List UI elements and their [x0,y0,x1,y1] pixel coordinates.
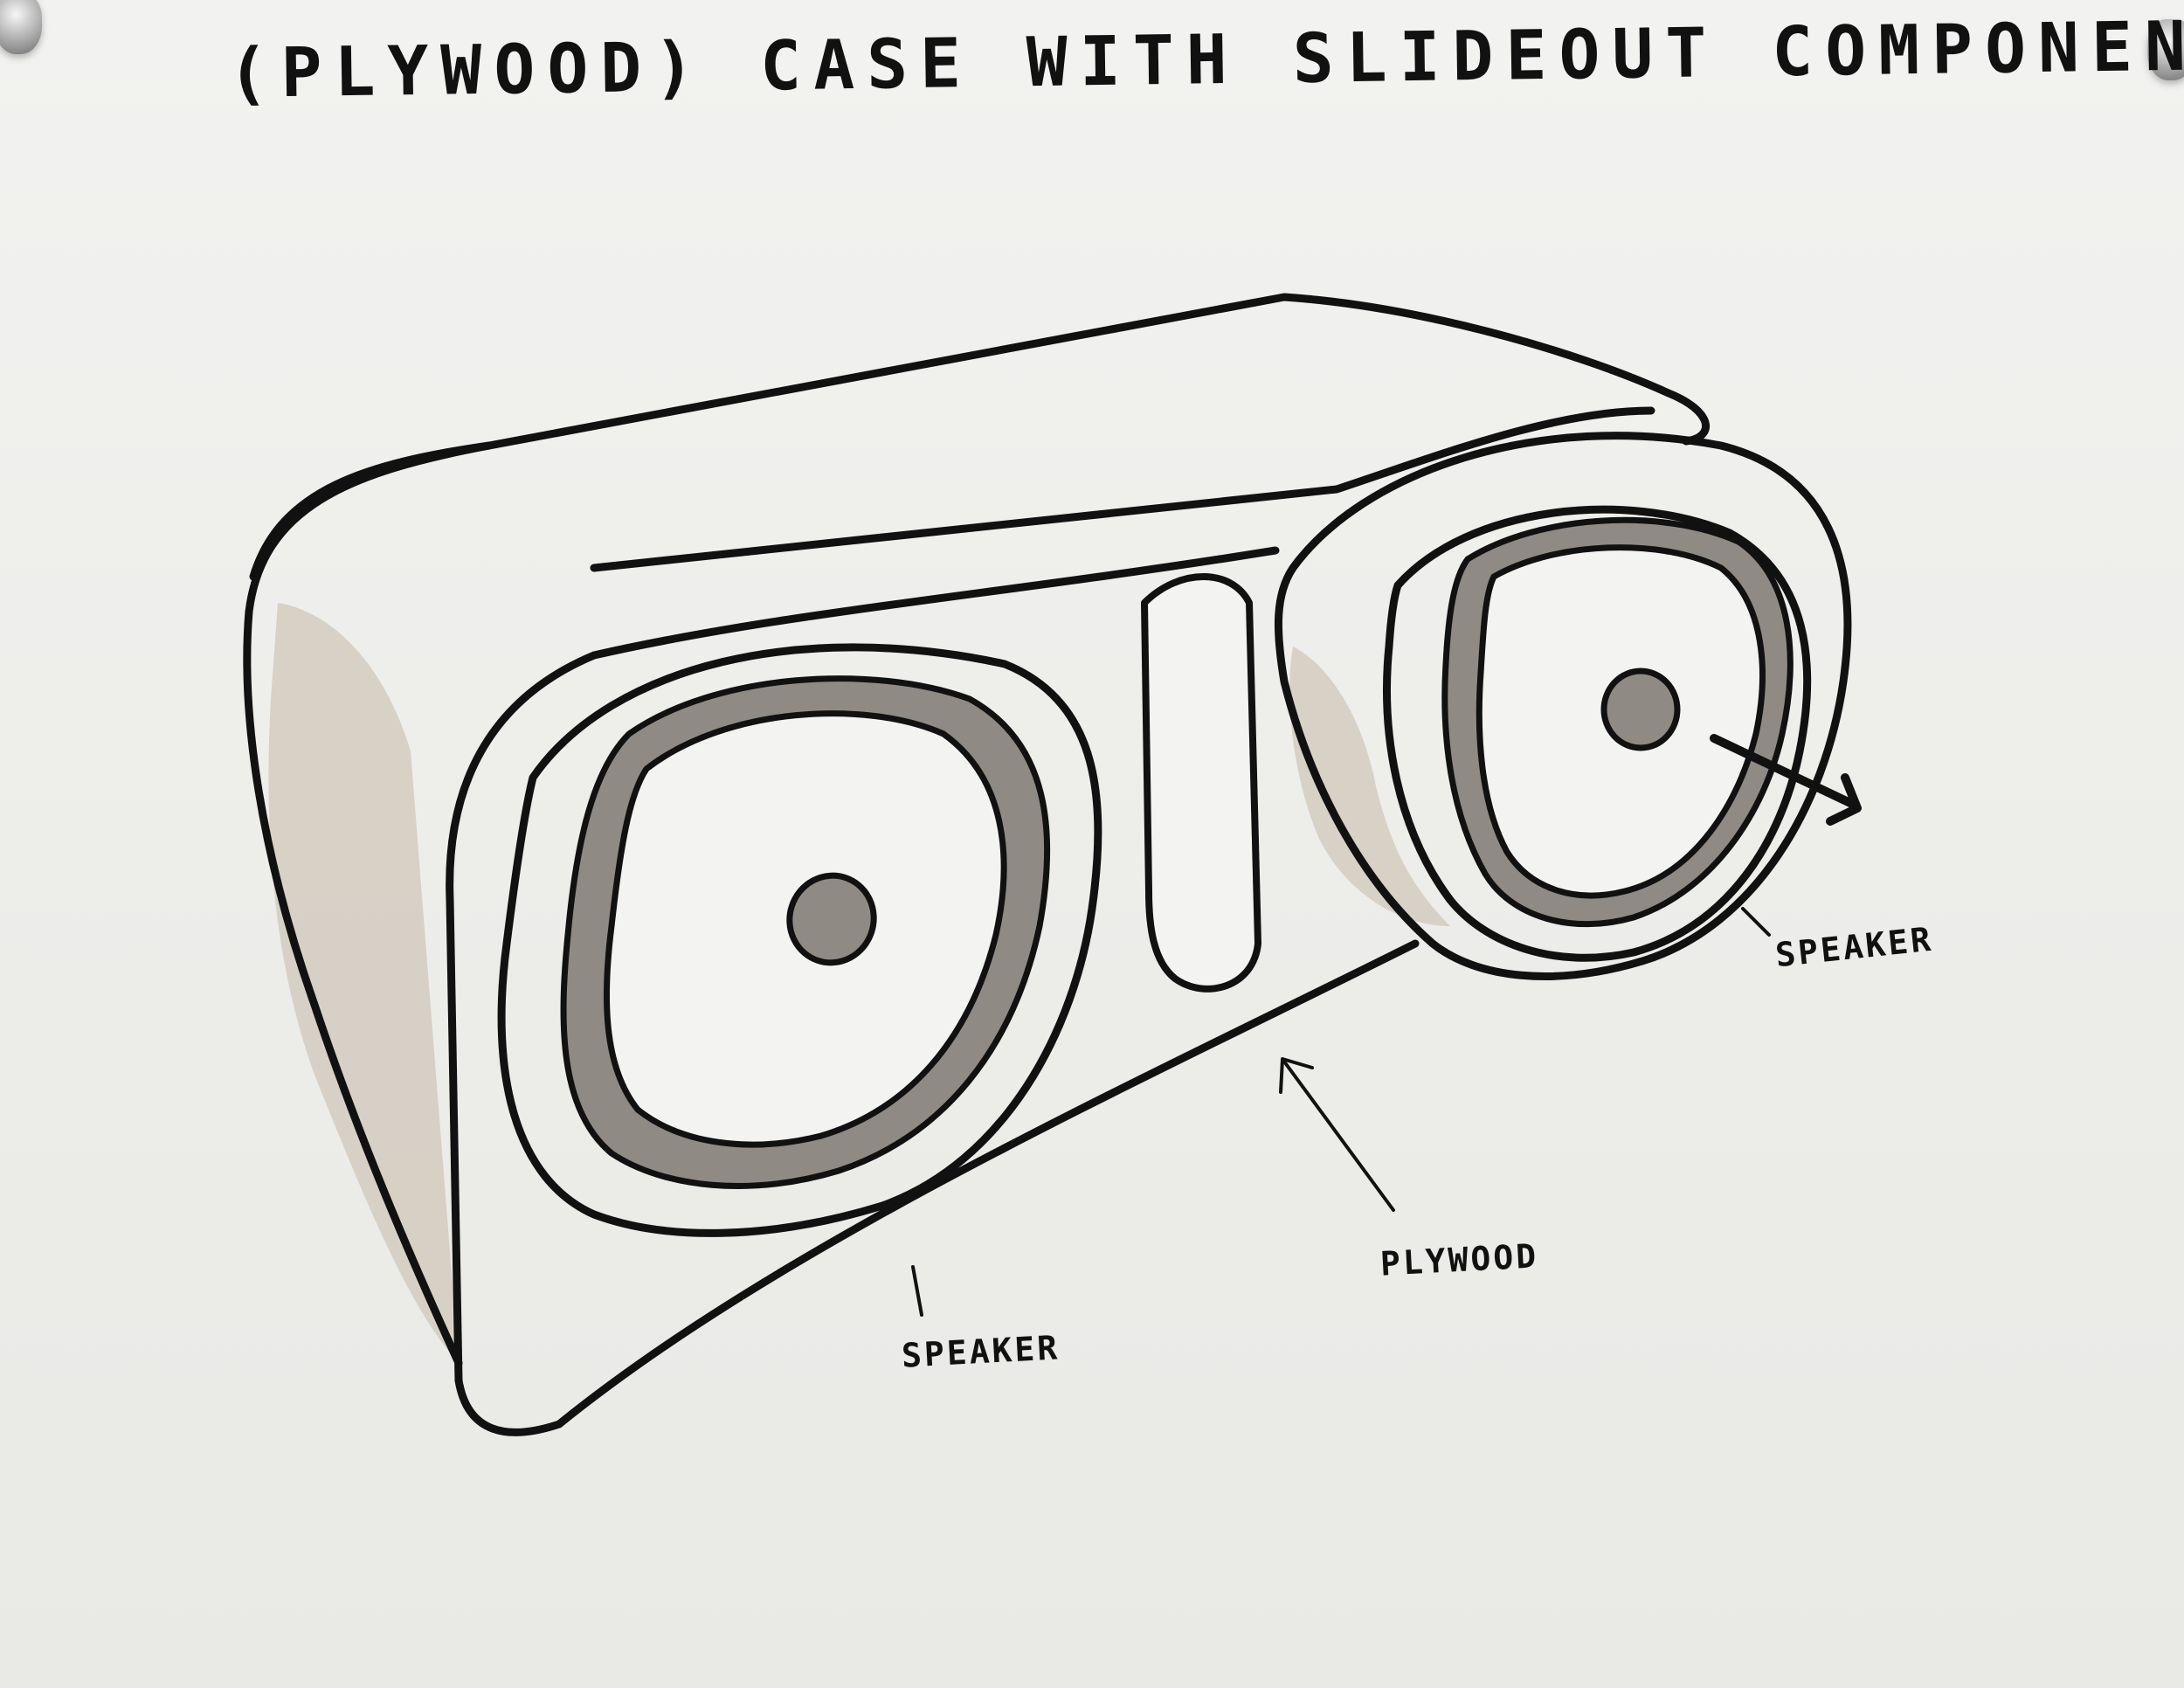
speaker-right-pod [1274,432,1852,980]
case-top-edge [249,293,1710,581]
plywood-leader-line [1282,1060,1395,1212]
slideout-arrow-head [1826,773,1862,826]
speaker-right-dustcap [1600,668,1681,751]
plywood-leader-arrowhead [1279,1057,1314,1094]
side-panel-shading [268,603,459,1363]
tweeter-slot [1141,573,1261,993]
case-left-side [243,441,494,1367]
speaker-right-surround [1383,505,1812,962]
speaker-left-dustcap [786,872,877,966]
case-front-face [446,651,1420,1436]
case-front-top [590,546,1280,660]
case-top-inner-edge [590,406,1655,572]
slideout-arrow [1710,734,1856,808]
pushpin-icon [2147,19,2184,80]
pushpin-icon [0,0,42,54]
speaker-right-leader-line [1741,907,1771,937]
pod-shading [1289,647,1450,926]
speaker-left-surround [497,643,1102,1237]
speaker-left-leader-line [911,1265,923,1317]
